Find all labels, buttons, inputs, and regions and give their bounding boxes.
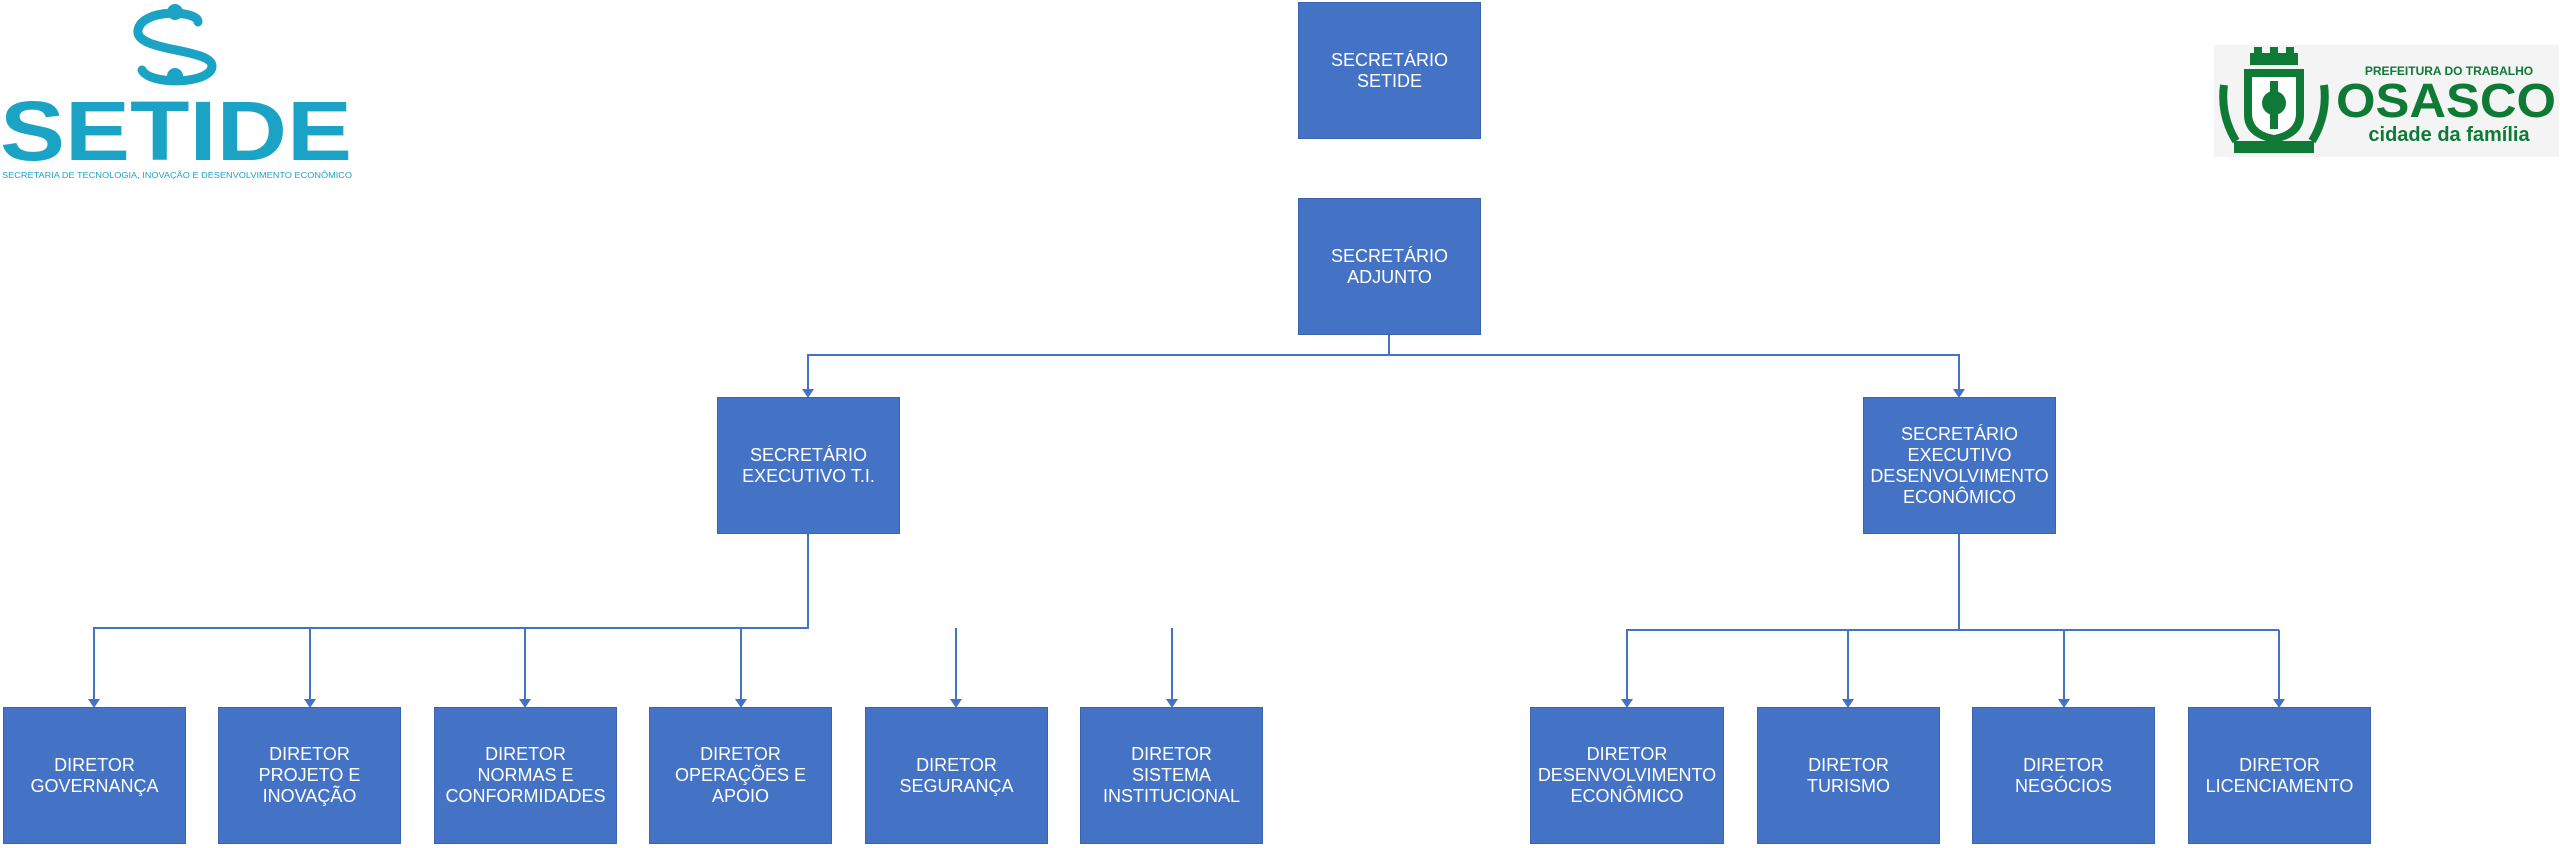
osasco-tagline: cidade da família [2368, 124, 2530, 146]
setide-tagline: SECRETARIA DE TECNOLOGIA, INOVAÇÃO E DES… [2, 171, 352, 180]
arrow-exec-ti [802, 389, 814, 398]
box-diretor-sistema: DIRETOR SISTEMA INSTITUCIONAL [1080, 707, 1263, 844]
box-diretor-turismo: DIRETOR TURISMO [1757, 707, 1940, 844]
arrow-d-dev [1621, 699, 1633, 708]
arrow-d-seg [950, 699, 962, 708]
arrow-d-tur [1842, 699, 1854, 708]
box-diretor-licenciamento: DIRETOR LICENCIAMENTO [2188, 707, 2371, 844]
box-diretor-seguranca: DIRETOR SEGURANÇA [865, 707, 1048, 844]
box-executivo-desenvolvimento: SECRETÁRIO EXECUTIVO DESENVOLVIMENTO ECO… [1863, 397, 2056, 534]
box-diretor-governanca: DIRETOR GOVERNANÇA [3, 707, 186, 844]
arrow-d-lic [2273, 699, 2285, 708]
box-secretario-adjunto: SECRETÁRIO ADJUNTO [1298, 198, 1481, 335]
box-diretor-negocios: DIRETOR NEGÓCIOS [1972, 707, 2155, 844]
setide-s-icon [133, 4, 217, 86]
connector-de-branch [1626, 533, 2280, 700]
setide-logo: SETIDE SECRETARIA DE TECNOLOGIA, INOVAÇÃ… [0, 4, 352, 180]
arrow-d-gov [88, 699, 100, 708]
connector-ti-branch [93, 533, 1173, 700]
osasco-logo: PREFEITURA DO TRABALHO OSASCO cidade da … [2214, 45, 2559, 157]
box-diretor-operacoes: DIRETOR OPERAÇÕES E APOIO [649, 707, 832, 844]
box-diretor-desenvolvimento: DIRETOR DESENVOLVIMENTO ECONÔMICO [1530, 707, 1724, 844]
arrow-d-norm [519, 699, 531, 708]
connector-adjunto-branch [807, 335, 1960, 390]
arrow-d-oper [735, 699, 747, 708]
osasco-name: OSASCO [2336, 75, 2556, 128]
box-diretor-projeto-inovacao: DIRETOR PROJETO E INOVAÇÃO [218, 707, 401, 844]
coat-of-arms-icon [2219, 47, 2329, 153]
arrow-d-neg [2058, 699, 2070, 708]
arrow-exec-de [1953, 389, 1965, 398]
osasco-top: PREFEITURA DO TRABALHO [2365, 64, 2533, 78]
box-secretario-setide: SECRETÁRIO SETIDE [1298, 2, 1481, 139]
box-executivo-ti: SECRETÁRIO EXECUTIVO T.I. [717, 397, 900, 534]
arrow-d-proj [304, 699, 316, 708]
setide-name: SETIDE [0, 84, 352, 178]
arrow-d-sis [1166, 699, 1178, 708]
box-diretor-normas: DIRETOR NORMAS E CONFORMIDADES [434, 707, 617, 844]
